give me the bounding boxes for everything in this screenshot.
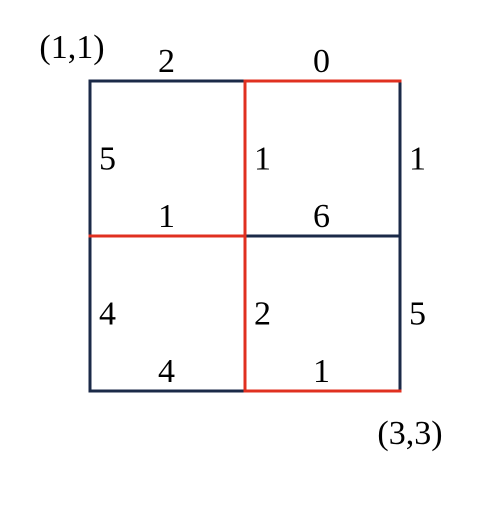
vertical-edge-weight-r0-c0: 5 [99, 141, 116, 178]
vertical-edge-weight-r0-c2: 1 [409, 141, 426, 178]
horizontal-edge-weight-r1-c1: 6 [313, 198, 330, 235]
horizontal-edge-weight-r0-c1: 0 [313, 43, 330, 80]
horizontal-edge-weight-r0-c0: 2 [158, 43, 175, 80]
start-corner-label: (1,1) [39, 29, 104, 66]
vertical-edge-weight-r1-c1: 2 [254, 296, 271, 333]
end-corner-label: (3,3) [377, 415, 442, 452]
horizontal-edge-weight-r2-c0: 4 [158, 353, 175, 390]
vertical-edge-weight-r1-c0: 4 [99, 296, 116, 333]
horizontal-edge-weight-r1-c0: 1 [158, 198, 175, 235]
weight-label-layer: 2 0 1 6 4 1 5 1 1 4 2 5 [99, 43, 426, 390]
horizontal-edge-weight-r2-c1: 1 [313, 353, 330, 390]
edge-layer [88, 79, 402, 393]
vertical-edge-weight-r1-c2: 5 [409, 296, 426, 333]
vertical-edge-weight-r0-c1: 1 [254, 141, 271, 178]
